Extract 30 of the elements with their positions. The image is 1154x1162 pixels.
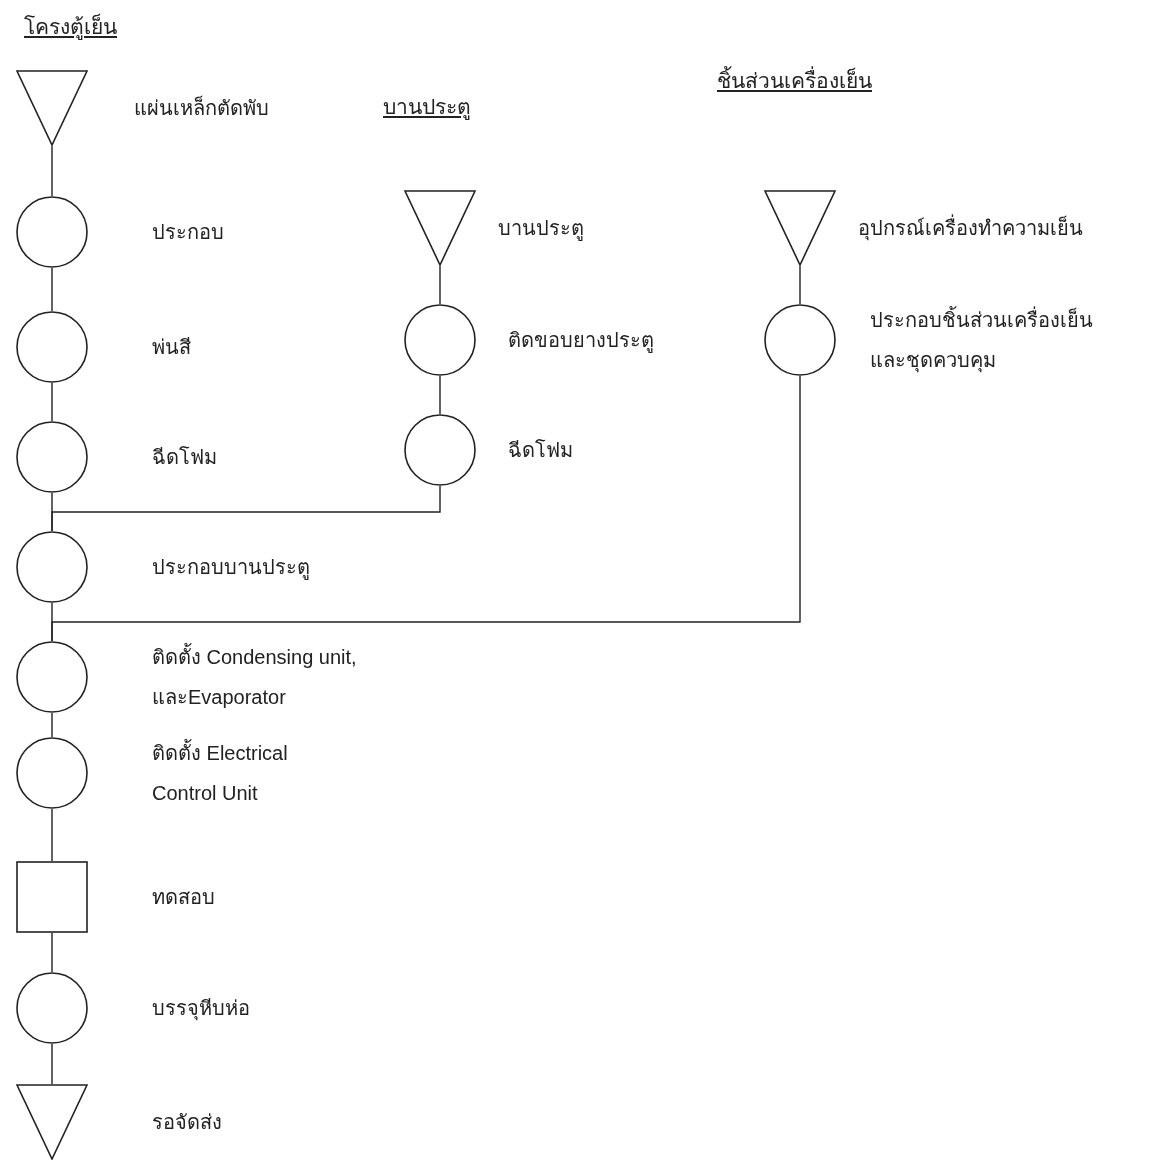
connector-line (51, 267, 53, 312)
connector-line (799, 265, 801, 305)
connector-line (51, 602, 53, 642)
step-label: ติดตั้ง Electrical Control Unit (152, 733, 342, 813)
step-label: ติดตั้ง Condensing unit, และEvaporator (152, 637, 392, 717)
connector-line (51, 382, 53, 422)
step-label: พ่นสี (152, 335, 192, 360)
step-label: บรรจุหีบห่อ (152, 996, 251, 1023)
step-label: ประกอบ (152, 220, 225, 245)
column-heading: โครงตู้เย็น (24, 12, 117, 42)
column-heading: ชิ้นส่วนเครื่องเย็น (717, 64, 872, 97)
step-label: แผ่นเหล็กตัดพับ (134, 94, 270, 121)
connector-line (51, 1043, 53, 1085)
connector-line (51, 485, 441, 532)
connector-line (439, 265, 441, 305)
connector-line (439, 375, 441, 415)
step-label: ฉีดโฟม (152, 445, 218, 470)
column-heading: บานประตู (383, 94, 471, 122)
step-label: ฉีดโฟม (508, 438, 574, 463)
step-label: ติดขอบยางประตู (508, 328, 655, 355)
step-label: บานประตู (498, 216, 585, 243)
step-label: ทดสอบ (152, 885, 216, 910)
step-label: ประกอบบานประตู (152, 555, 311, 582)
step-label: อุปกรณ์เครื่องทำความเย็น (858, 208, 1154, 248)
connector-line (51, 145, 53, 197)
connector-line (51, 932, 53, 973)
connector-line (51, 712, 53, 738)
step-label: ประกอบชิ้นส่วนเครื่องเย็น และชุดควบคุม (870, 300, 1115, 380)
connector-line (51, 808, 53, 862)
step-label: รอจัดส่ง (152, 1110, 223, 1135)
